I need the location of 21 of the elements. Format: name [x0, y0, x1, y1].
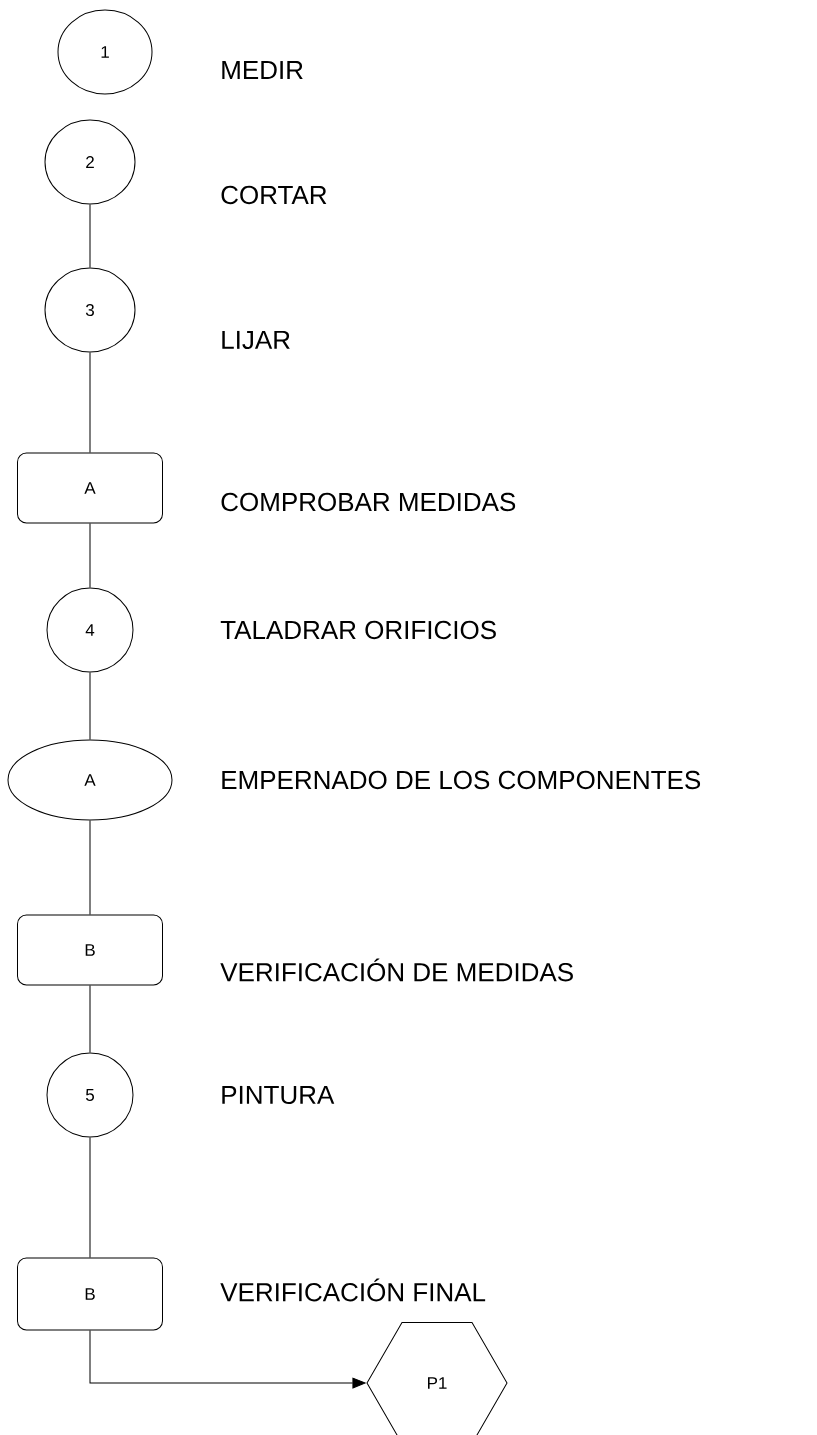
step-label: VERIFICACIÓN FINAL: [220, 1278, 486, 1302]
connector: [89, 1330, 366, 1389]
connector: [89, 820, 91, 915]
step-label: PINTURA: [222, 1085, 335, 1105]
inspection-box: A: [17, 452, 163, 524]
inspection-box: B: [17, 914, 163, 986]
step-label: EMPERNADO DE LOS COMPONENTES: [222, 770, 701, 790]
connector: [89, 985, 91, 1053]
connector: [89, 204, 91, 268]
step-label: LIJAR: [222, 330, 290, 350]
step-label: MEDIR: [222, 61, 303, 79]
step-label: VERIFICACIÓN DE MEDIDAS: [220, 958, 573, 982]
connector: [89, 352, 91, 453]
inspection-box: B: [17, 1257, 163, 1331]
step-label: TALADRAR ORIFICIOS: [220, 620, 496, 640]
connector: [89, 1137, 91, 1258]
hexagon: P1: [366, 1321, 508, 1435]
connector: [89, 672, 91, 740]
step-label: COMPROBAR MEDIDAS: [221, 492, 516, 512]
step-label: CORTAR: [221, 185, 327, 205]
connector: [89, 523, 91, 588]
